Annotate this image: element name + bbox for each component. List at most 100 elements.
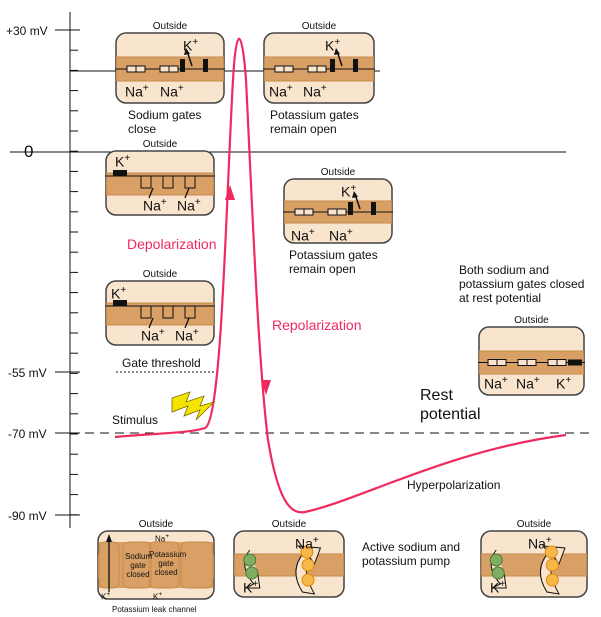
ion-charge: + [120, 285, 127, 296]
ion-symbol: Na [528, 535, 546, 552]
tick-label-minus70: -70 mV [8, 427, 47, 441]
ion-charge: + [160, 197, 167, 208]
potassium-ion-label: K+ [556, 374, 571, 391]
hyperpolarization-label: Hyperpolarization [407, 478, 501, 492]
tick-label-minus55: -55 mV [8, 366, 47, 380]
sodium-gate-closed-label: Sodium gate closed [125, 552, 153, 579]
caption-pump: Active sodium and potassium pump [362, 540, 461, 568]
ion-symbol: Na [269, 83, 287, 100]
fall-arrow-icon [261, 380, 271, 395]
sodium-ion-label: Na+ [269, 82, 293, 99]
ion-charge: + [286, 83, 293, 94]
ion-charge: + [158, 591, 163, 598]
ion-symbol: K [243, 579, 253, 596]
outside-label: Outside [514, 315, 549, 326]
action-potential-curve [114, 37, 567, 514]
membrane-illustration [105, 280, 215, 346]
ion-symbol: K [183, 37, 193, 54]
repolarization-label: Repolarization [272, 317, 362, 333]
ion-charge: + [308, 227, 315, 238]
sodium-ion-label: Na+ [329, 226, 353, 243]
caption-both-closed: Both sodium and potassium gates closed a… [459, 263, 585, 305]
outside-label: Outside [271, 519, 307, 530]
gate-threshold-label: Gate threshold [122, 356, 201, 370]
ion-charge: + [192, 327, 199, 338]
ion-symbol: Na [516, 375, 534, 392]
potassium-ion-label: K+ [490, 578, 505, 595]
ion-charge: + [142, 83, 149, 94]
tick-label-minus90: -90 mV [8, 509, 47, 523]
ion-charge: + [334, 37, 341, 48]
potassium-ion-label: K+ [101, 590, 110, 602]
ion-symbol: Na [303, 83, 321, 100]
membrane-illustration [97, 530, 215, 600]
outside-label: Outside [142, 139, 178, 150]
ion-symbol: K [325, 37, 335, 54]
ion-symbol: Na [141, 327, 159, 344]
membrane-illustration [283, 178, 393, 244]
stimulus-bolt-icon [171, 391, 216, 421]
caption-sodium-close: Sodium gates close [128, 108, 202, 136]
ion-symbol: K [490, 579, 500, 596]
ion-symbol: Na [160, 83, 178, 100]
ion-symbol: Na [329, 227, 347, 244]
ion-symbol: Na [177, 197, 195, 214]
sodium-ion-label: Na+ [291, 226, 315, 243]
sodium-ion-label: Na+ [141, 326, 165, 343]
membrane-illustration [263, 32, 375, 104]
potassium-ion-label: K+ [243, 578, 258, 595]
ion-charge: + [350, 183, 357, 194]
ion-charge: + [106, 591, 111, 598]
ion-symbol: Na [295, 535, 313, 552]
ion-symbol: K [115, 153, 125, 170]
caption-leak: Potassium leak channel [112, 605, 197, 614]
sodium-ion-label: Na+ [160, 82, 184, 99]
ion-symbol: Na [175, 327, 193, 344]
membrane-illustration [105, 150, 215, 216]
ion-charge: + [545, 535, 552, 546]
rest-potential-label: Rest potential [420, 387, 481, 423]
membrane-illustration [115, 32, 225, 104]
stimulus-label: Stimulus [112, 413, 159, 427]
axis-ticks [55, 29, 80, 516]
potassium-ion-label: K+ [153, 590, 162, 602]
sodium-ion-label: Na+ [484, 374, 508, 391]
membrane-illustration [233, 530, 345, 598]
ion-symbol: Na [155, 534, 166, 544]
potassium-ion-label: K+ [115, 152, 130, 169]
potassium-ion-label: K+ [325, 36, 340, 53]
ion-symbol: Na [125, 83, 143, 100]
sodium-ion-label: Na+ [303, 82, 327, 99]
ion-symbol: Na [143, 197, 161, 214]
ion-symbol: Na [484, 375, 502, 392]
ion-charge: + [565, 375, 572, 386]
ion-charge: + [501, 375, 508, 386]
sodium-ion-label: Na+ [143, 196, 167, 213]
sodium-ion-label: Na+ [125, 82, 149, 99]
outside-label: Outside [142, 269, 178, 280]
sodium-ion-label: Na+ [516, 374, 540, 391]
ion-symbol: K [556, 375, 566, 392]
membrane-illustration [480, 530, 588, 598]
ion-charge: + [124, 153, 131, 164]
membrane-illustration [478, 326, 585, 396]
tick-label-0: 0 [24, 142, 34, 161]
outside-label: Outside [516, 519, 552, 530]
ion-charge: + [320, 83, 327, 94]
ion-symbol: Na [291, 227, 309, 244]
rise-arrow-icon [225, 185, 235, 200]
ion-charge: + [158, 327, 165, 338]
caption-potassium-open-top: Potassium gates remain open [270, 108, 359, 136]
sodium-ion-label: Na+ [295, 534, 319, 551]
ion-charge: + [177, 83, 184, 94]
outside-label: Outside [320, 167, 356, 178]
